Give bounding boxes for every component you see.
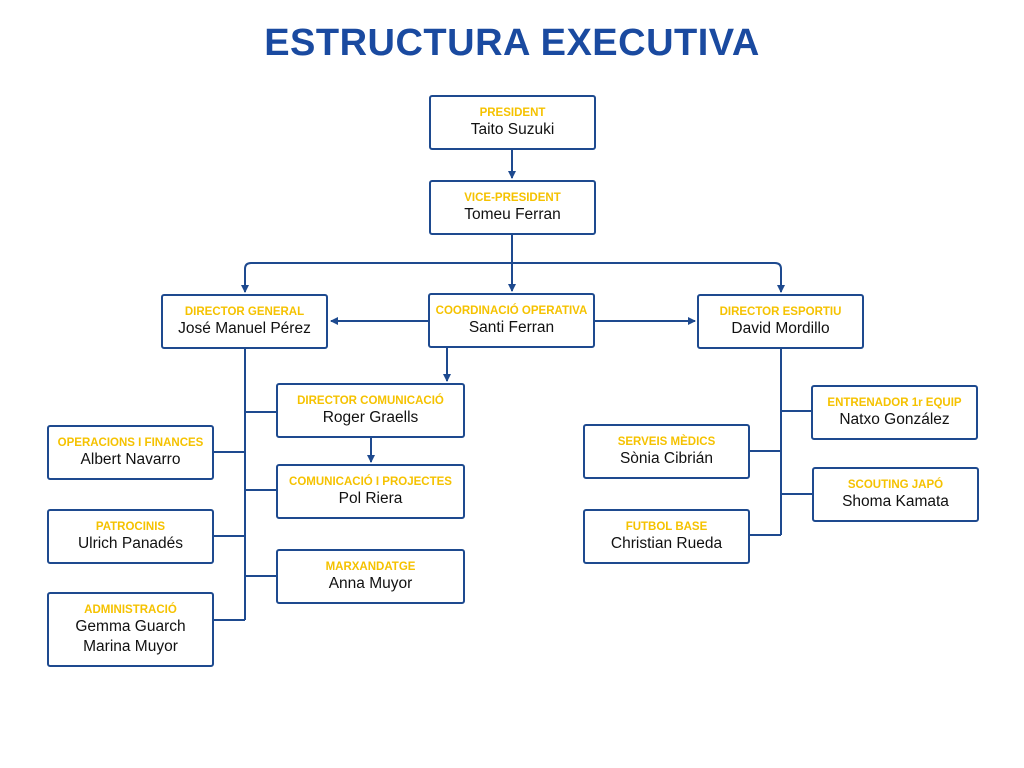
role-label: FUTBOL BASE (625, 520, 708, 533)
person-name: Ulrich Panadés (77, 534, 184, 552)
person-name: José Manuel Pérez (178, 319, 311, 337)
role-label: VICE-PRESIDENT (464, 191, 561, 204)
person-name: Taito Suzuki (470, 120, 555, 138)
person-name: Gemma Guarch (75, 617, 186, 635)
person-name: Sònia Cibrián (619, 449, 714, 467)
role-label: DIRECTOR ESPORTIU (719, 305, 842, 318)
person-name: Roger Graells (322, 408, 419, 426)
role-label: DIRECTOR COMUNICACIÓ (297, 394, 444, 407)
role-label: OPERACIONS I FINANCES (57, 436, 204, 449)
person-name: Natxo González (839, 410, 950, 428)
connector-vice-director-general (241, 262, 512, 293)
person-name: Pol Riera (338, 489, 403, 507)
role-label: COMUNICACIÓ I PROJECTES (289, 475, 452, 488)
connector-vice-director-esportiu (512, 262, 785, 293)
role-label: ADMINISTRACIÓ (84, 603, 177, 616)
person-name: Tomeu Ferran (464, 205, 561, 223)
person-name: Santi Ferran (468, 318, 555, 336)
role-label: SCOUTING JAPÓ (847, 478, 944, 491)
person-name: Christian Rueda (610, 534, 723, 552)
person-name: Marina Muyor (83, 637, 178, 655)
role-label: SERVEIS MÈDICS (617, 435, 716, 448)
role-label: COORDINACIÓ OPERATIVA (435, 304, 588, 317)
person-name: David Mordillo (731, 319, 830, 337)
role-label: PATROCINIS (95, 520, 166, 533)
role-label: MARXANDATGE (325, 560, 416, 573)
role-label: ENTRENADOR 1r EQUIP (827, 396, 962, 409)
person-name: Shoma Kamata (842, 492, 949, 510)
page-title: ESTRUCTURA EXECUTIVA (264, 22, 760, 64)
person-name: Anna Muyor (328, 574, 413, 592)
person-name: Albert Navarro (80, 450, 181, 468)
role-label: DIRECTOR GENERAL (184, 305, 305, 318)
role-label: PRESIDENT (479, 106, 546, 119)
